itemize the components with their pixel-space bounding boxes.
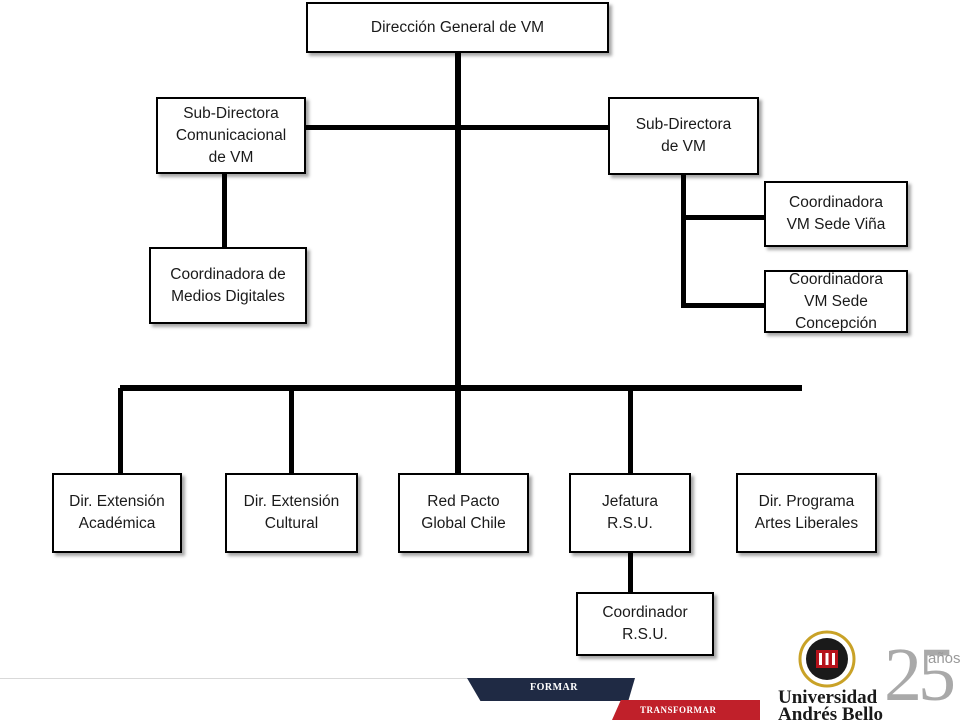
subdir-vm-box: Sub-Directora de VM [608,97,759,175]
coord-concepcion-box: Coordinadora VM Sede Concepción [764,270,908,333]
trunk-line [455,53,461,473]
jefatura-rsu-box: Jefatura R.S.U. [569,473,691,553]
dir-artes-liberales-box: Dir. Programa Artes Liberales [736,473,877,553]
vina-connector [681,215,766,220]
ribbon-transformar [612,700,760,720]
jefatura-to-coord-line [628,552,633,594]
subdir-vm-branch-line [681,175,686,308]
university-seal-icon [798,630,856,688]
drop-ext-academica [118,388,123,474]
university-name-line1: Universidad [778,687,878,708]
footer-rule [0,678,470,679]
coord-rsu-box: Coordinador R.S.U. [576,592,714,656]
comunicacional-to-medios-line [222,174,227,249]
directorates-bar [120,385,802,391]
ribbon-formar [467,678,635,701]
dir-ext-cultural-box: Dir. Extensión Cultural [225,473,358,553]
concepcion-connector [681,303,766,308]
ribbon-formar-label: FORMAR [530,682,578,693]
university-name-line2: Andrés Bello [778,704,884,725]
anniversary-word: años [928,650,960,667]
subdir-comunicacional-box: Sub-Directora Comunicacional de VM [156,97,306,174]
dir-ext-academica-box: Dir. Extensión Académica [52,473,182,553]
ribbon-transformar-label: TRANSFORMAR [640,705,717,715]
director-general-box: Dirección General de VM [306,2,609,53]
drop-ext-cultural [289,388,294,474]
anniversary-number: 25 [884,633,956,717]
sub-directors-bar [306,125,612,130]
drop-jefatura [628,388,633,474]
coord-medios-box: Coordinadora de Medios Digitales [149,247,307,324]
red-pacto-box: Red Pacto Global Chile [398,473,529,553]
coord-vina-box: Coordinadora VM Sede Viña [764,181,908,247]
